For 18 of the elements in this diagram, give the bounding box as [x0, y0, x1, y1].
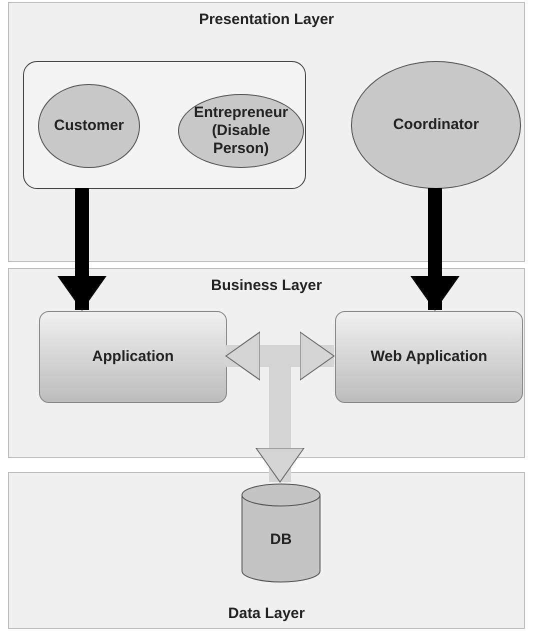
group-box: [23, 61, 306, 189]
layer-band: [8, 472, 525, 629]
application-box: [335, 311, 523, 403]
arrow: [410, 188, 460, 310]
layer-title: Data Layer: [228, 605, 305, 622]
block-arrow: [226, 332, 304, 482]
arrow: [58, 188, 106, 310]
node-label: Coordinator: [392, 116, 480, 134]
node-label: Application: [91, 348, 175, 366]
node-label: Web Application: [370, 348, 488, 366]
node-label: DB: [269, 531, 293, 549]
layer-title: Presentation Layer: [198, 11, 334, 28]
node-label: Entrepreneur (Disable Person): [192, 104, 290, 158]
layer-band: [8, 268, 525, 458]
node-label: Customer: [52, 117, 125, 135]
application-box: [39, 311, 227, 403]
layer-band: [8, 2, 525, 262]
layer-title: Business Layer: [211, 277, 322, 294]
